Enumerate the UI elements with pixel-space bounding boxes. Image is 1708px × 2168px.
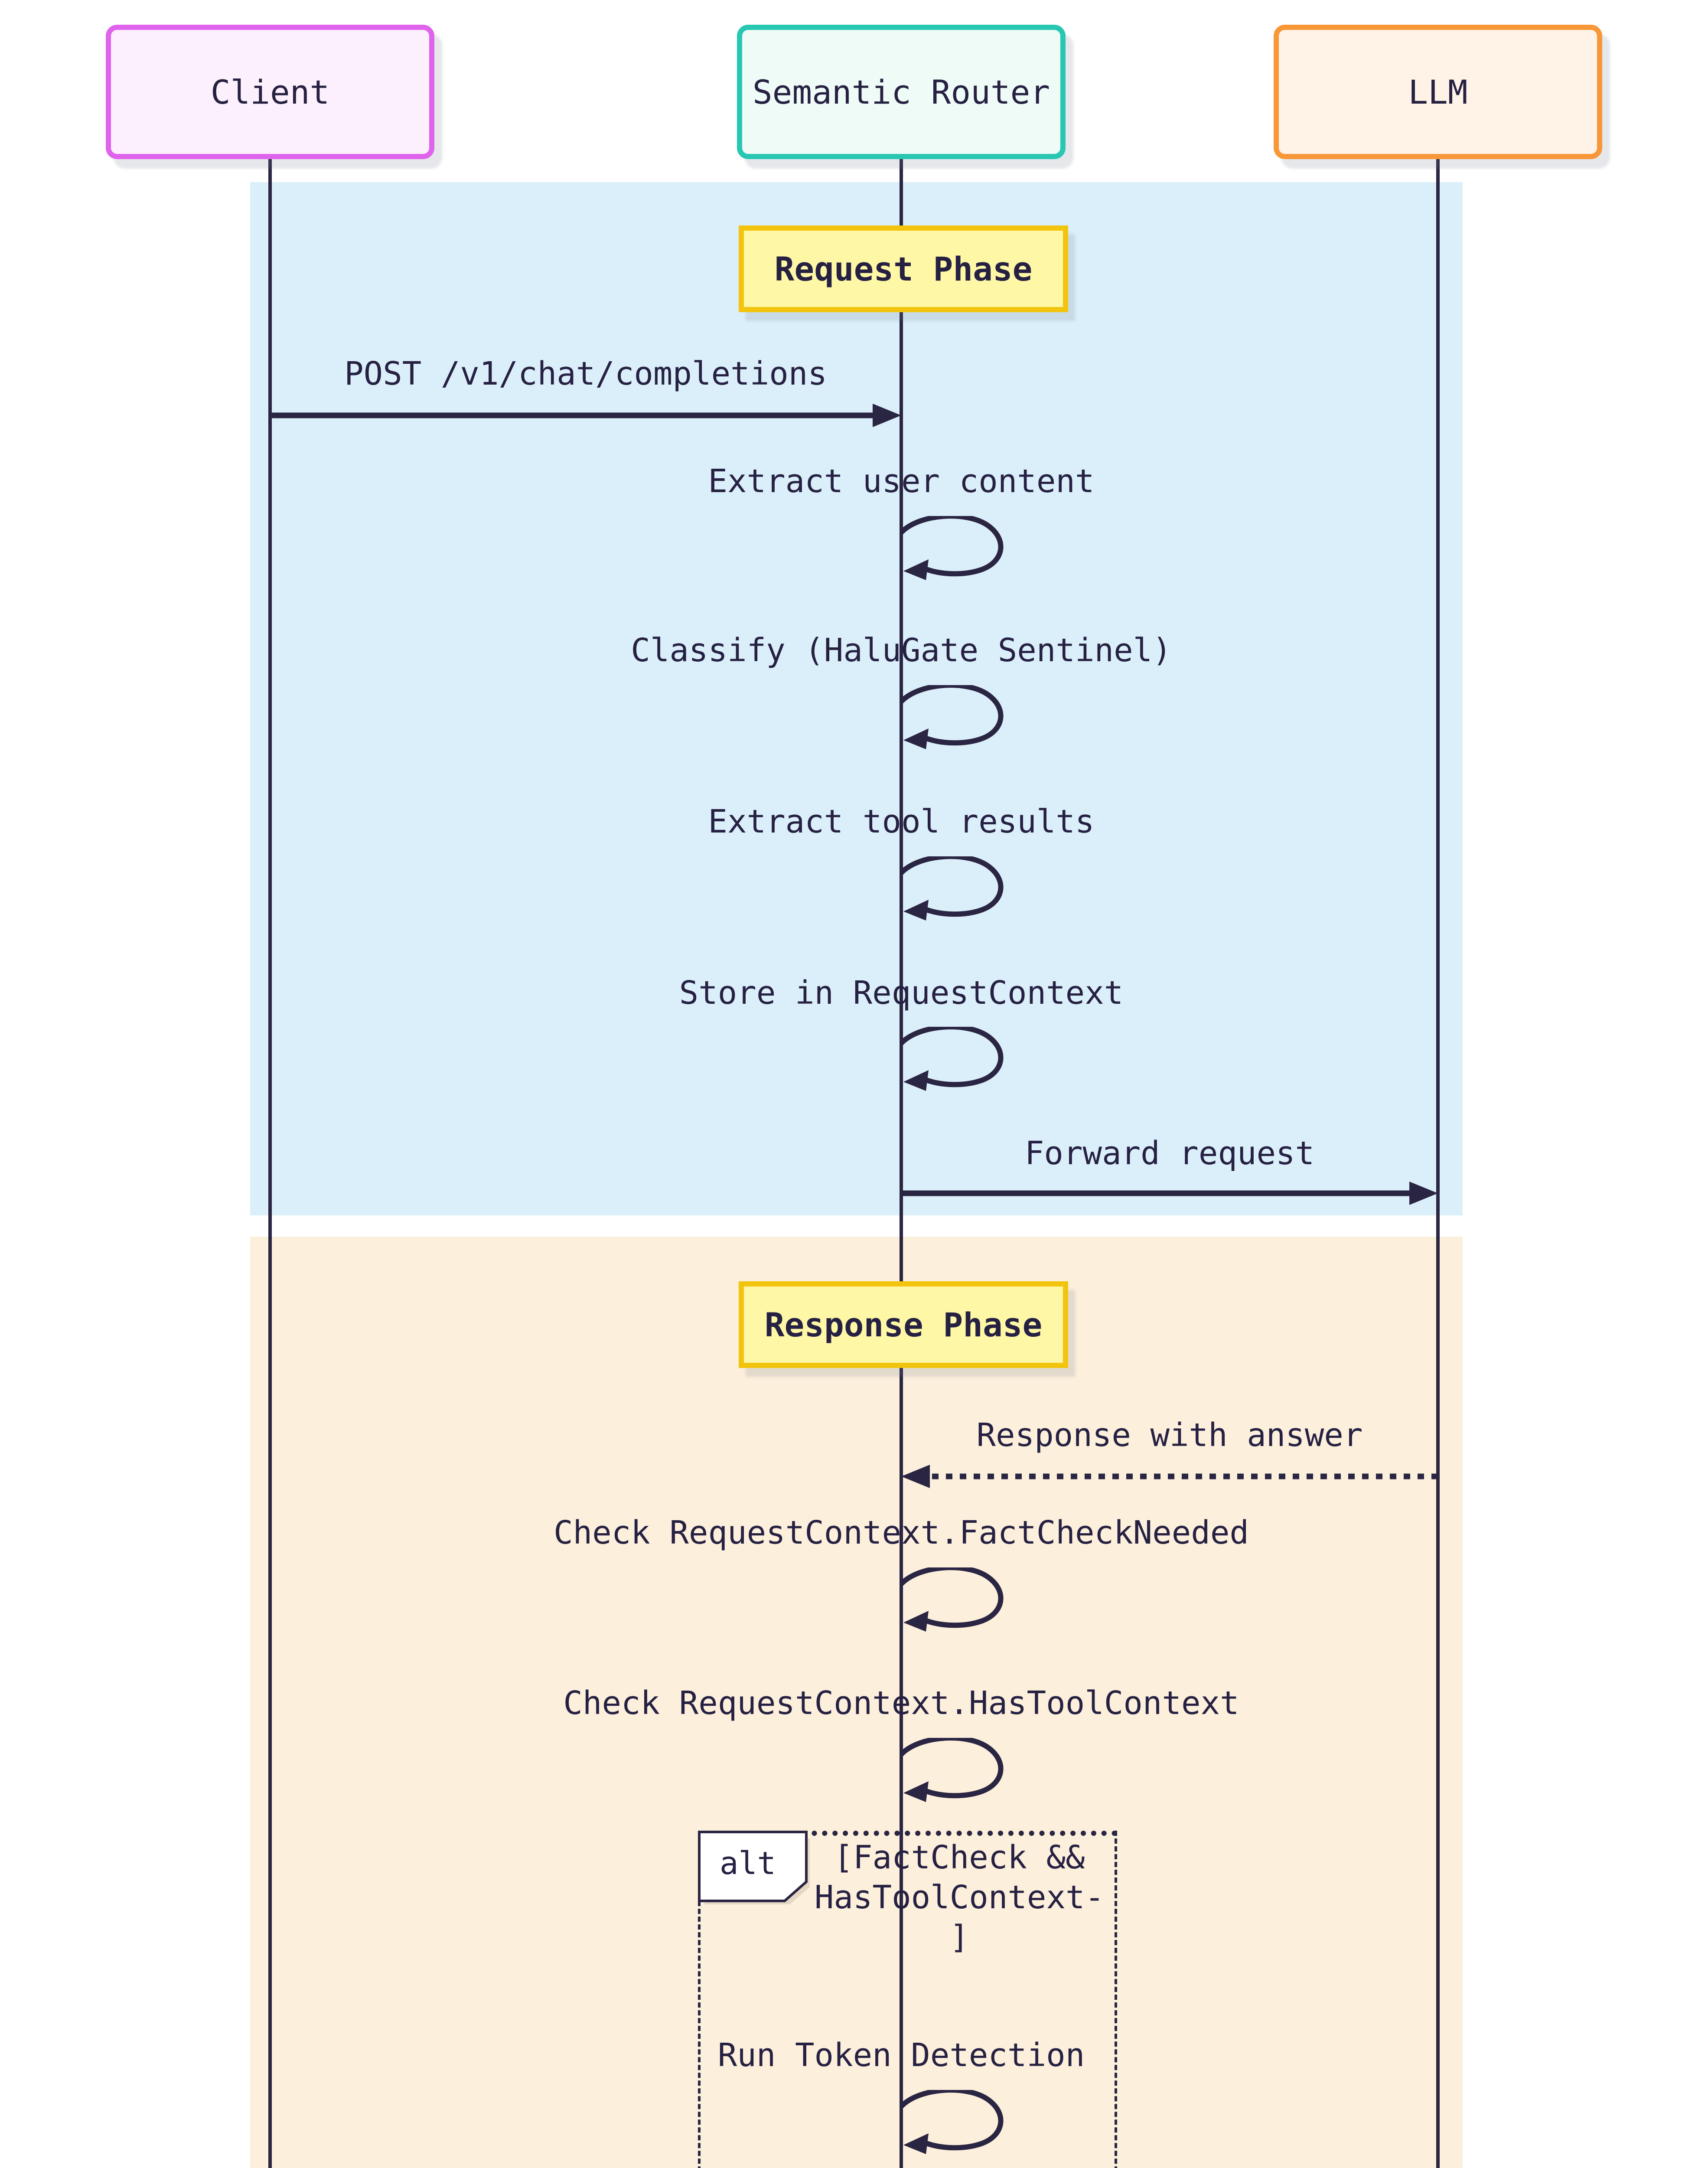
actor-client-top: Client — [106, 25, 434, 159]
alt-label-box — [698, 1831, 810, 1904]
arrow-response-answer — [901, 1465, 1438, 1488]
message-post: POST /v1/chat/completions — [344, 355, 827, 392]
llm-lifeline — [1436, 159, 1440, 2168]
message-store-ctx: Store in RequestContext — [679, 974, 1124, 1012]
message-forward: Forward request — [1024, 1135, 1315, 1172]
self-loop-token-detection — [900, 2090, 1004, 2154]
self-loop-store-ctx — [900, 1027, 1004, 1091]
self-loop-classify — [900, 685, 1004, 749]
message-response-answer: Response with answer — [976, 1417, 1363, 1454]
self-loop-check-factcheck — [900, 1567, 1004, 1632]
request-phase-note: Request Phase — [739, 225, 1068, 312]
actor-llm-label: LLM — [1408, 72, 1468, 111]
response-phase-note-label: Response Phase — [764, 1305, 1043, 1344]
message-classify: Classify (HaluGate Sentinel) — [631, 632, 1172, 669]
response-phase-background — [250, 1237, 1463, 2168]
actor-llm-top: LLM — [1274, 25, 1602, 159]
self-loop-extract-user — [900, 516, 1004, 580]
request-phase-background — [250, 182, 1463, 1215]
actor-client-label: Client — [210, 72, 330, 111]
alt-fragment-frame — [698, 1831, 1117, 2168]
self-loop-check-toolctx — [900, 1738, 1004, 1802]
message-check-toolctx: Check RequestContext.HasToolContext — [563, 1685, 1239, 1722]
message-extract-tool: Extract tool results — [708, 803, 1095, 840]
alt-condition1-line1: [FactCheck && — [834, 1839, 1085, 1876]
alt-label: alt — [719, 1845, 776, 1881]
arrow-forward — [901, 1182, 1438, 1205]
actor-router-top: Semantic Router — [737, 25, 1066, 159]
arrow-post — [270, 404, 901, 427]
self-loop-extract-tool — [900, 856, 1004, 921]
response-phase-note: Response Phase — [739, 1281, 1068, 1368]
alt-condition1-line3: ] — [949, 1919, 969, 1956]
router-lifeline — [900, 159, 903, 2168]
request-phase-note-label: Request Phase — [774, 249, 1033, 288]
client-lifeline — [268, 159, 272, 2168]
message-token-detection: Run Token Detection — [717, 2037, 1085, 2074]
alt-condition1-line2: HasToolContext- — [814, 1879, 1105, 1916]
message-extract-user: Extract user content — [708, 463, 1095, 500]
message-check-factcheck: Check RequestContext.FactCheckNeeded — [554, 1514, 1249, 1551]
actor-router-label: Semantic Router — [752, 72, 1050, 111]
